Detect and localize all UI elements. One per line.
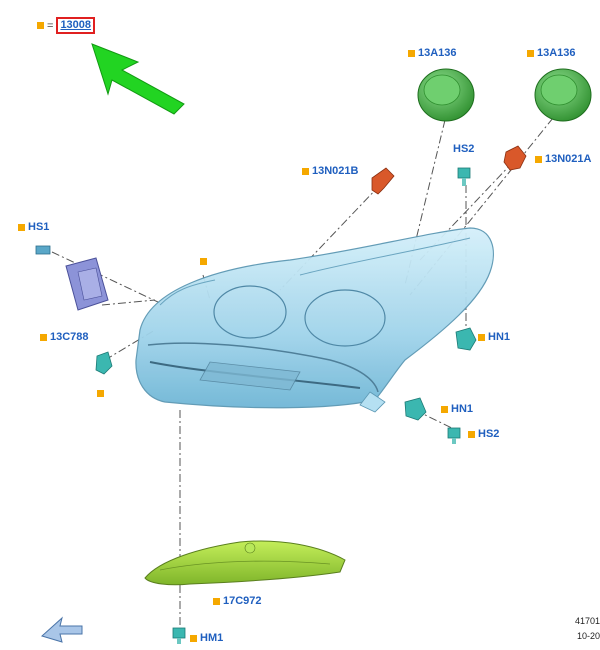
nav-back-arrow-icon[interactable] [41, 616, 83, 643]
callout-label: HM1 [200, 632, 224, 644]
cap-13a136-left [417, 68, 475, 122]
headlamp-assembly [135, 227, 494, 413]
callout-label: 13A136 [418, 47, 457, 59]
marker-square [535, 155, 542, 163]
marker-square [408, 49, 415, 57]
callout-hs1[interactable]: HS1 [18, 221, 49, 233]
screw-hs1 [35, 245, 51, 255]
marker-square [190, 634, 197, 642]
callout-label: HS1 [28, 221, 50, 233]
ref-code-line-1: 41701 [574, 616, 600, 626]
callout-13a136-left[interactable]: 13A136 [408, 47, 457, 59]
callout-label: HN1 [451, 403, 474, 415]
callout-label: HS2 [478, 428, 500, 440]
callout-label: 13A136 [537, 47, 576, 59]
callout-hn1-low[interactable]: HN1 [441, 403, 473, 415]
clip-left-lower [95, 351, 113, 375]
callout-label: 17C972 [223, 595, 262, 607]
callout-13c788[interactable]: 13C788 [40, 331, 89, 343]
marker-square [478, 333, 485, 341]
callout-hn1-right[interactable]: HN1 [478, 331, 510, 343]
marker-square [200, 258, 207, 265]
marker-square [468, 430, 475, 438]
marker-square [37, 22, 44, 29]
marker-square [441, 405, 448, 413]
callout-13n021a[interactable]: 13N021A [535, 153, 591, 165]
callout-13a136-right[interactable]: 13A136 [527, 47, 576, 59]
marker-square [302, 167, 309, 175]
clip-hn1-right [455, 327, 477, 351]
marker-square [527, 49, 534, 57]
screw-hm1 [172, 627, 186, 644]
marker-square [18, 223, 25, 231]
ballast-13c788 [65, 257, 109, 311]
callout-hs2-top[interactable]: HS2 [453, 143, 474, 155]
ref-code-line-2: 10-20 [576, 631, 600, 641]
legend-part-number[interactable]: 13008 [56, 17, 96, 34]
marker-square [213, 597, 220, 605]
callout-label: HN1 [488, 331, 511, 343]
callout-label: 13C788 [50, 331, 89, 343]
marker-square [97, 390, 104, 397]
callout-label: 13N021A [545, 153, 592, 165]
bulb-13n021a [503, 145, 527, 171]
callout-hm1[interactable]: HM1 [190, 632, 223, 644]
legend-equals: = [47, 19, 54, 32]
shield-17c972 [144, 540, 346, 586]
bulb-13n021b [371, 167, 395, 195]
callout-17c972[interactable]: 17C972 [213, 595, 262, 607]
marker-square [40, 333, 47, 341]
legend: = 13008 [37, 17, 96, 34]
callout-13n021b[interactable]: 13N021B [302, 165, 358, 177]
cap-13a136-right [534, 68, 592, 122]
clip-hs2-top [457, 167, 471, 186]
callout-label: 13N021B [312, 165, 359, 177]
callout-hs2-low[interactable]: HS2 [468, 428, 499, 440]
screw-hs2-low [447, 427, 461, 444]
clip-hn1-low [404, 397, 427, 421]
arrow-pointer-icon [91, 43, 185, 115]
callout-label: HS2 [453, 143, 475, 155]
